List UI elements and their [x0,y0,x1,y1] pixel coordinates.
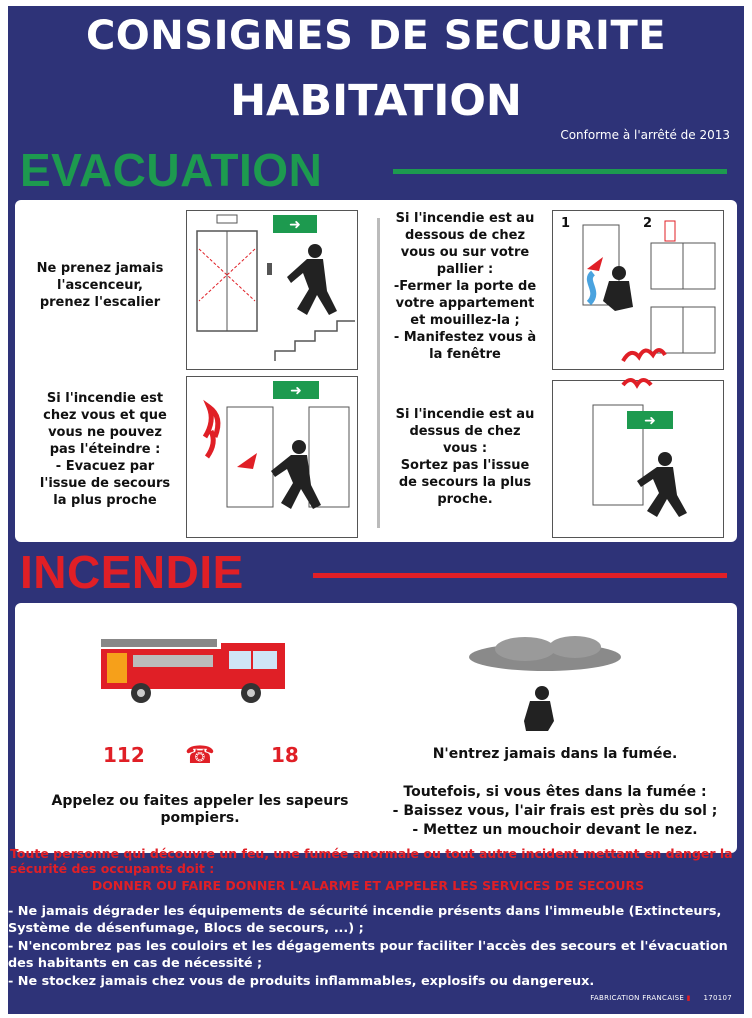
safety-poster: CONSIGNES DE SECURITE HABITATION Conform… [8,6,744,1014]
fabrication-label: FABRICATION FRANCAISE [590,994,685,1002]
footer: FABRICATION FRANCAISE ▮ 170107 [590,994,732,1002]
smoke-warning: N'entrez jamais dans la fumée. [432,746,678,762]
instruction-fire-below: Si l'incendie est au dessous de chez vou… [393,211,537,362]
fire-truck-icon [101,639,285,703]
escape-illustration: ➜ [186,376,358,538]
step-number-1: 1 [561,216,570,231]
evacuation-title: EVACUATION [20,144,323,196]
safety-rules: - Ne jamais dégrader les équipements de … [8,903,730,991]
incendie-panel: 112 ☎ 18 Appelez ou faites appeler les s… [15,603,737,853]
emergency-number-112: 112 [103,743,145,767]
instruction-fire-above: Si l'incendie est au dessus de chez vous… [395,407,535,507]
poster-title-line1: CONSIGNES DE SECURITE [85,13,667,59]
instruction-elevator: Ne prenez jamais l'ascenceur, prenez l'e… [36,261,164,310]
exit-illustration: ➜ [552,378,724,538]
evacuation-panel: Ne prenez jamais l'ascenceur, prenez l'e… [15,200,737,542]
svg-text:➜: ➜ [290,383,302,399]
emergency-exit-icon: ➜ [202,381,350,509]
window-illustration: 1 2 [552,210,724,370]
smoke-cloud-icon [469,636,621,671]
incendie-title: INCENDIE [20,546,244,598]
emergency-number-18: 18 [271,743,299,767]
door-window-icon: 1 2 [561,216,716,363]
crouching-person-icon [524,686,554,731]
rule-item: - N'encombrez pas les couloirs et les dé… [8,939,728,971]
rule-item: - Ne jamais dégrader les équipements de … [8,904,722,936]
reference-code: 170107 [703,994,732,1002]
svg-text:➜: ➜ [289,217,301,233]
exit-door-icon: ➜ [592,378,687,517]
flag-icon: ▮ [686,994,691,1002]
phone-icon: ☎ [185,741,215,769]
conformity-note: Conforme à l'arrêté de 2013 [560,128,730,142]
call-firefighters-text: Appelez ou faites appeler les sapeurs po… [51,793,349,826]
elevator-stairs-icon: ➜ [196,214,355,361]
incendie-divider [313,573,727,578]
evacuation-divider [393,169,727,174]
step-number-2: 2 [643,216,652,231]
poster-title-line2: HABITATION [230,76,522,126]
smoke-advice: Toutefois, si vous êtes dans la fumée : … [392,784,718,838]
alert-text: Toute personne qui découvre un feu, une … [10,846,733,876]
svg-text:➜: ➜ [644,413,656,429]
evacuation-separator [377,218,380,528]
elevator-illustration: ➜ [186,210,358,370]
rule-item: - Ne stockez jamais chez vous de produit… [8,974,595,989]
alert-action: DONNER OU FAIRE DONNER L'ALARME ET APPEL… [91,878,645,893]
instruction-fire-home: Si l'incendie est chez vous et que vous … [39,391,171,508]
